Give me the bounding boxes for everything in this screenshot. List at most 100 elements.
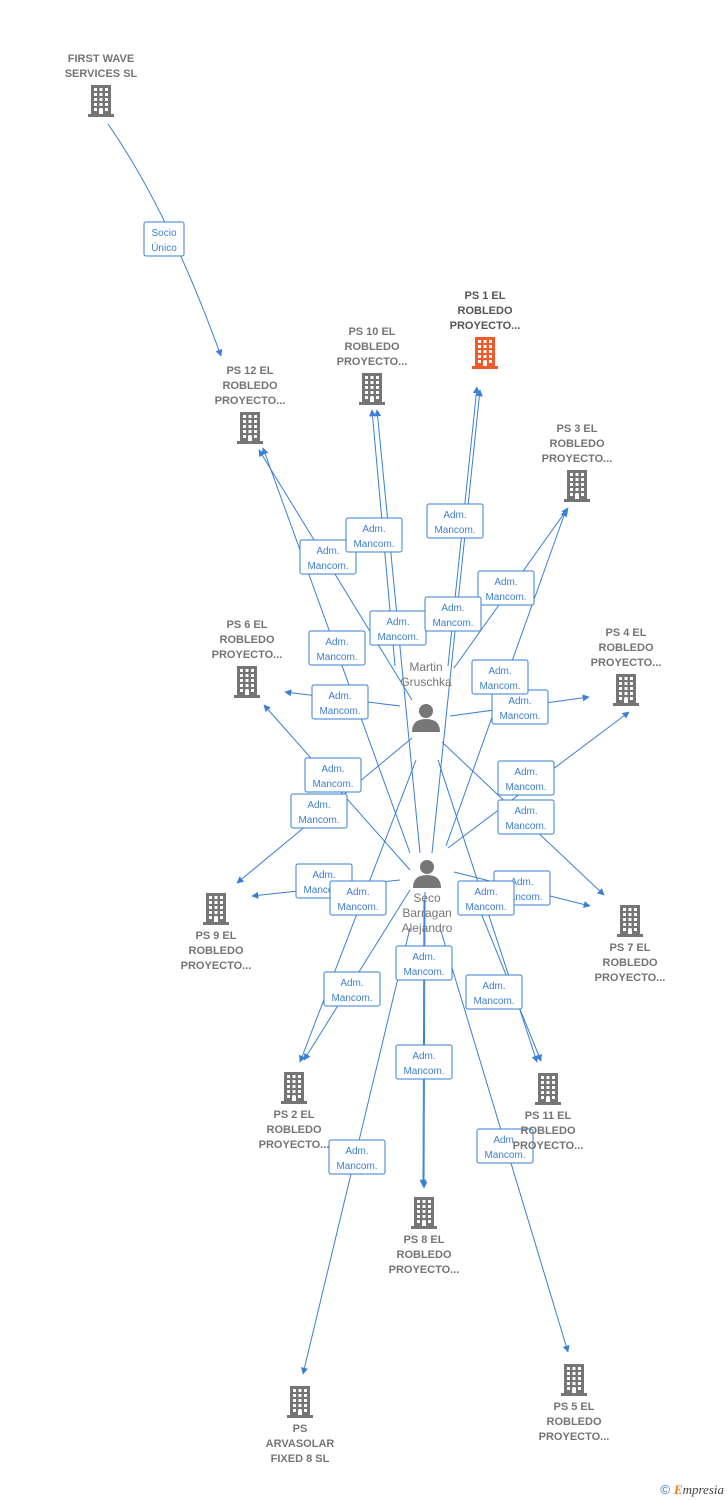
- edge-label[interactable]: Adm.Mancom.: [308, 630, 366, 666]
- edge-label-box: [426, 503, 484, 539]
- edge-label-text: Adm.: [346, 887, 369, 898]
- company-node-label: PS 9 EL: [196, 930, 237, 942]
- edge-label-box: [477, 570, 535, 606]
- edge-label[interactable]: Adm.Mancom.: [299, 539, 357, 575]
- person-node-label: Gruschka: [400, 675, 452, 689]
- edge-label[interactable]: Adm.Mancom.: [323, 971, 381, 1007]
- edge-label[interactable]: Adm.Mancom.: [395, 945, 453, 981]
- edge-label-text: Mancom.: [403, 1066, 444, 1077]
- building-icon: [234, 666, 260, 698]
- edge-label-text: Mancom.: [485, 592, 526, 603]
- edge-label[interactable]: Adm.Mancom.: [491, 689, 549, 725]
- edge-label-text: Adm.: [328, 691, 351, 702]
- company-node-label: PROYECTO...: [595, 972, 666, 984]
- edge-label-box: [290, 793, 348, 829]
- edge-label-box: [143, 221, 185, 257]
- edge-label-box: [345, 517, 403, 553]
- edge-label-text: Adm.: [412, 1051, 435, 1062]
- company-node-ps7[interactable]: PS 7 EL ROBLEDO PROYECTO...: [595, 905, 666, 984]
- company-node-ps5[interactable]: PS 5 ELROBLEDOPROYECTO...: [539, 1364, 610, 1443]
- edge-label[interactable]: Adm.Mancom.: [328, 1139, 386, 1175]
- company-node-ps3[interactable]: PS 3 ELROBLEDOPROYECTO...: [542, 423, 613, 502]
- edge-label[interactable]: Adm.Mancom.: [369, 610, 427, 646]
- edge-label[interactable]: Adm.Mancom.: [497, 760, 555, 796]
- company-node-label: PS 10 EL: [348, 326, 395, 338]
- edge-label[interactable]: Adm.Mancom.: [304, 757, 362, 793]
- edge-label[interactable]: Adm.Mancom.: [290, 793, 348, 829]
- company-node-label: PROYECTO...: [212, 649, 283, 661]
- edge-label[interactable]: Adm. Mancom.: [311, 684, 369, 720]
- company-node-label: ROBLEDO: [345, 341, 400, 353]
- copyright-symbol: ©: [660, 1482, 670, 1497]
- edge-label-text: Adm.: [514, 806, 537, 817]
- edge-label[interactable]: Adm.Mancom.: [424, 596, 482, 632]
- company-node-label: PS 7 EL: [610, 942, 651, 954]
- edge-label[interactable]: Adm.Mancom.: [471, 659, 529, 695]
- company-node-ps8[interactable]: PS 8 ELROBLEDOPROYECTO...: [389, 1197, 460, 1276]
- edge-label[interactable]: Adm. Mancom.: [395, 1044, 453, 1080]
- edge-label[interactable]: Adm.Mancom.: [477, 570, 535, 606]
- edge-label-box: [476, 1128, 534, 1164]
- company-node-ps1[interactable]: PS 1 ELROBLEDOPROYECTO...: [450, 290, 521, 369]
- edge-label-text: Mancom.: [465, 902, 506, 913]
- company-node-ps4[interactable]: PS 4 ELROBLEDOPROYECTO...: [591, 627, 662, 706]
- company-node-label: PS 11 EL: [525, 1110, 572, 1122]
- building-icon: [561, 1364, 587, 1396]
- building-icon: [617, 905, 643, 937]
- building-icon: [88, 85, 114, 117]
- building-icon: [613, 674, 639, 706]
- person-icon: [413, 860, 441, 888]
- edge-label[interactable]: Adm. Mancom.: [476, 1128, 534, 1164]
- edge-label[interactable]: Adm.Mancom.: [465, 974, 523, 1010]
- edge-label[interactable]: Adm.Mancom.: [345, 517, 403, 553]
- company-node-label: PROYECTO...: [181, 960, 252, 972]
- edge-label-text: Mancom.: [505, 782, 546, 793]
- edge-label-text: Adm.: [412, 952, 435, 963]
- edge-label-text: Mancom.: [303, 885, 344, 896]
- edge-label[interactable]: Adm.Mancom.: [497, 799, 555, 835]
- company-node-label: PS 3 EL: [557, 423, 598, 435]
- edge-label-text: Mancom.: [336, 1161, 377, 1172]
- building-icon: [359, 373, 385, 405]
- company-node-ps10[interactable]: PS 10 ELROBLEDOPROYECTO...: [337, 326, 408, 405]
- company-node-ps6[interactable]: PS 6 ELROBLEDOPROYECTO...: [212, 619, 283, 698]
- edge-label[interactable]: Adm.Mancom.: [457, 880, 515, 916]
- company-node-ps11[interactable]: PS 11 ELROBLEDOPROYECTO...: [513, 1073, 584, 1152]
- edge-label-text: Mancom.: [484, 1150, 525, 1161]
- edge-label-text: Adm.: [307, 800, 330, 811]
- company-node-label: ROBLEDO: [223, 380, 278, 392]
- edge-label-text: Mancom.: [501, 892, 542, 903]
- company-node-ps2[interactable]: PS 2 ELROBLEDOPROYECTO...: [259, 1072, 330, 1151]
- edge-label-text: Mancom.: [319, 706, 360, 717]
- edge-label-text: Adm.: [482, 981, 505, 992]
- edge-label-box: [329, 880, 387, 916]
- building-icon: [472, 337, 498, 369]
- company-node-label: PROYECTO...: [389, 1264, 460, 1276]
- edge-label-text: Adm.: [441, 603, 464, 614]
- company-node-label: PROYECTO...: [450, 320, 521, 332]
- building-icon: [411, 1197, 437, 1229]
- edge-label-box: [465, 974, 523, 1010]
- company-node-label: ROBLEDO: [603, 957, 658, 969]
- company-node-ps12[interactable]: PS 12 ELROBLEDOPROYECTO...: [215, 365, 286, 444]
- edge-label-text: Adm.: [321, 764, 344, 775]
- edge-label-text: Adm.: [316, 546, 339, 557]
- edge-label-text: Adm.: [312, 870, 335, 881]
- company-node-label: ARVASOLAR: [266, 1438, 335, 1450]
- company-node-label: PROYECTO...: [513, 1140, 584, 1152]
- company-node-label: PS 6 EL: [227, 619, 268, 631]
- person-node-label: Barragan: [402, 906, 451, 920]
- edge-label-box: [395, 1044, 453, 1080]
- edge-label[interactable]: Adm.Mancom.: [426, 503, 484, 539]
- edge-label-text: Adm.: [493, 1135, 516, 1146]
- company-node-ps9[interactable]: PS 9 ELROBLEDOPROYECTO...: [181, 893, 252, 972]
- edge-label[interactable]: Adm.Mancom.: [329, 880, 387, 916]
- edge-label-box: [497, 760, 555, 796]
- edge-label-text: Adm.: [510, 877, 533, 888]
